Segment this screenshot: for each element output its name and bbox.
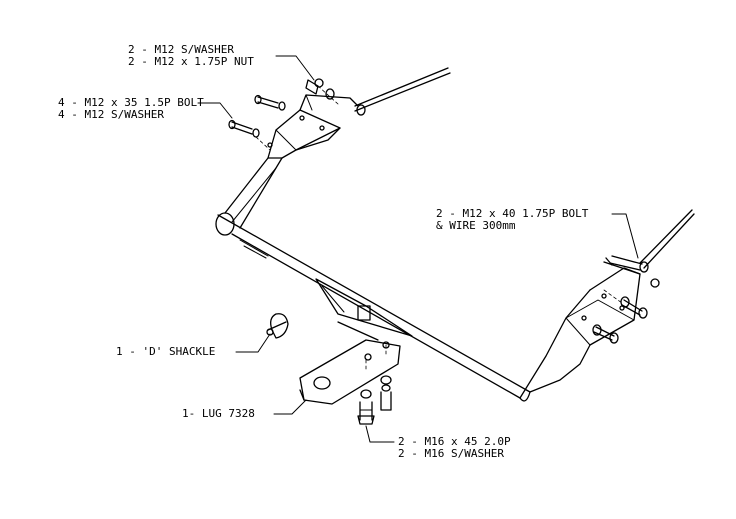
crossbar-tube [215, 212, 531, 402]
callout-lug: 1- LUG 7328 [182, 408, 255, 420]
callout-washer-nut-line1: 2 - M12 S/WASHER [128, 43, 234, 56]
callout-bolt-lug-line2: 2 - M16 S/WASHER [398, 447, 504, 460]
lug-bolts [357, 375, 392, 425]
d-shackle [266, 313, 289, 339]
lug-7328 [299, 339, 401, 405]
callout-bolt-lug-line1: 2 - M16 x 45 2.0P [398, 435, 511, 448]
callout-bolt-left-line1: 4 - M12 x 35 1.5P BOLT [58, 96, 204, 109]
left-bolts [228, 94, 286, 151]
left-bracket [224, 94, 359, 229]
tow-plate [315, 278, 413, 341]
callout-bolt-left-line2: 4 - M12 S/WASHER [58, 108, 164, 121]
callout-washer-nut-line2: 2 - M12 x 1.75P NUT [128, 55, 254, 68]
right-bolts [592, 209, 695, 344]
callout-washer-nut: 2 - M12 S/WASHER 2 - M12 x 1.75P NUT [128, 44, 254, 68]
leader-lines [197, 55, 639, 443]
callout-bolt-right-line2: & WIRE 300mm [436, 219, 516, 232]
callout-shackle: 1 - 'D' SHACKLE [116, 346, 215, 358]
top-nut-washers [305, 67, 451, 116]
callout-bolt-right-line1: 2 - M12 x 40 1.75P BOLT [436, 207, 589, 220]
callout-bolt-left: 4 - M12 x 35 1.5P BOLT 4 - M12 S/WASHER [58, 97, 204, 121]
callout-bolt-right: 2 - M12 x 40 1.75P BOLT & WIRE 300mm [436, 208, 588, 232]
right-bracket [519, 261, 641, 399]
callout-bolt-lug: 2 - M16 x 45 2.0P 2 - M16 S/WASHER [398, 436, 511, 460]
callout-lug-line1: 1- LUG 7328 [182, 407, 255, 420]
callout-shackle-line1: 1 - 'D' SHACKLE [116, 345, 216, 358]
